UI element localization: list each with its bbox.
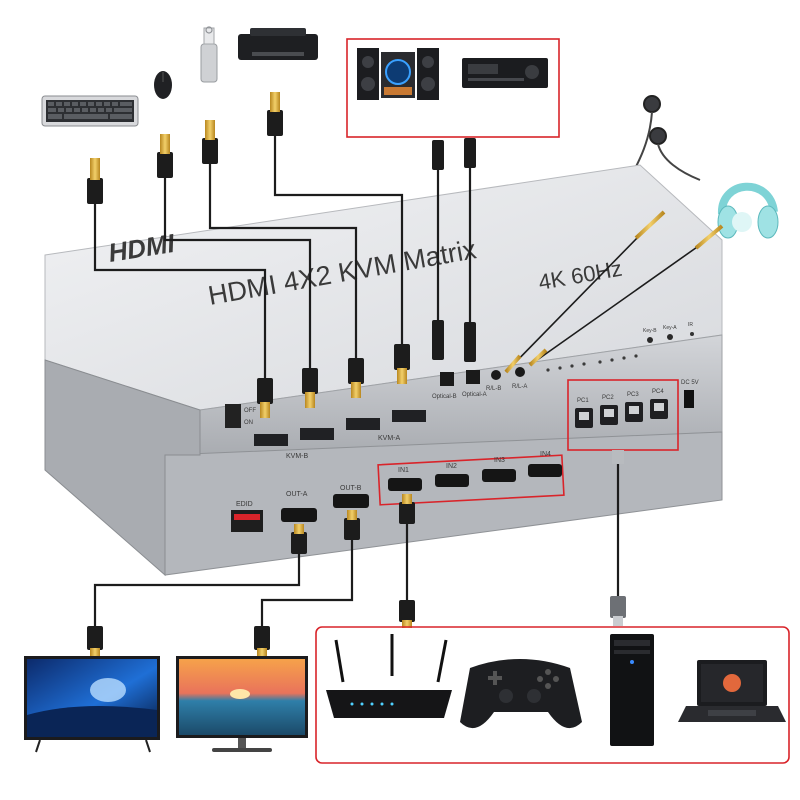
audio-output-highlight xyxy=(346,38,560,138)
key-a-button[interactable] xyxy=(667,334,673,340)
monitor-b-icon xyxy=(176,656,308,752)
optical-b-port[interactable] xyxy=(440,372,454,386)
kvm-a-label: KVM-A xyxy=(378,435,401,442)
power-off-label: OFF xyxy=(244,408,256,414)
key-b-label: Key-B xyxy=(643,328,657,334)
optical-a-label: Optical-A xyxy=(462,392,487,398)
cable-bundle xyxy=(93,130,701,630)
in4-label: IN4 xyxy=(540,451,551,458)
optical-plug-group xyxy=(432,138,476,362)
usb-port-kvm-a-1[interactable] xyxy=(346,418,380,430)
gamepad-icon xyxy=(460,659,582,729)
pc-tower-icon xyxy=(610,634,654,746)
router-icon xyxy=(326,634,452,718)
hdmi-in3-port[interactable] xyxy=(482,469,516,482)
usb-port-group-kvm xyxy=(254,410,426,446)
edid-dip-switch[interactable] xyxy=(231,510,263,532)
hdmi-input-highlight xyxy=(377,454,565,506)
hdmi-out-a-port[interactable] xyxy=(281,508,317,522)
usb-b-plug xyxy=(610,450,626,626)
in2-label: IN2 xyxy=(446,463,457,470)
out-b-label: OUT-B xyxy=(340,485,362,492)
usb-port-kvm-b-2[interactable] xyxy=(300,428,334,440)
dc-label: DC 5V xyxy=(681,380,699,386)
ir-sensor xyxy=(690,332,694,336)
pc2-label: PC2 xyxy=(602,395,614,401)
mouse-icon xyxy=(154,71,172,99)
usb-port-kvm-b-1[interactable] xyxy=(254,434,288,446)
hdmi-plug-group xyxy=(87,494,415,656)
audio-jack-plug-group xyxy=(504,210,724,374)
laptop-icon xyxy=(678,660,786,722)
ir-label: IR xyxy=(688,322,693,328)
optical-b-label: Optical-B xyxy=(432,394,457,400)
pc3-label: PC3 xyxy=(627,392,639,398)
pc4-label: PC4 xyxy=(652,389,664,395)
hdmi-in4-port[interactable] xyxy=(528,464,562,477)
source-devices-highlight xyxy=(315,626,790,764)
in1-label: IN1 xyxy=(398,467,409,474)
hdmi-in1-port[interactable] xyxy=(388,478,422,491)
matrix-side-panel xyxy=(44,359,201,577)
rl-a-jack[interactable] xyxy=(515,367,525,377)
power-on-label: ON xyxy=(244,420,253,426)
rl-b-jack[interactable] xyxy=(491,370,501,380)
usb-a-plug-group xyxy=(87,92,410,418)
edid-label: EDID xyxy=(236,501,253,508)
dc-power-jack[interactable] xyxy=(684,390,694,408)
hdmi-in2-port[interactable] xyxy=(435,474,469,487)
hdmi-out-b-port[interactable] xyxy=(333,494,369,508)
optical-a-port[interactable] xyxy=(466,370,480,384)
power-switch[interactable] xyxy=(225,404,241,428)
rl-b-label: R/L-B xyxy=(486,386,501,392)
out-a-label: OUT-A xyxy=(286,491,308,498)
usb-drive-icon xyxy=(200,26,218,83)
printer-icon xyxy=(238,28,318,60)
av-receiver-icon xyxy=(462,58,548,88)
usb-port-kvm-a-2[interactable] xyxy=(392,410,426,422)
rl-a-label: R/L-A xyxy=(512,384,527,390)
pc1-label: PC1 xyxy=(577,398,589,404)
monitor-a-icon xyxy=(24,656,160,753)
headphones-icon xyxy=(717,182,779,239)
in3-label: IN3 xyxy=(494,457,505,464)
keyboard-icon xyxy=(41,95,139,127)
kvm-b-label: KVM-B xyxy=(286,453,309,460)
key-a-label: Key-A xyxy=(663,325,677,331)
speaker-system-icon xyxy=(357,48,439,100)
status-led-row xyxy=(546,354,638,372)
key-b-button[interactable] xyxy=(647,337,653,343)
